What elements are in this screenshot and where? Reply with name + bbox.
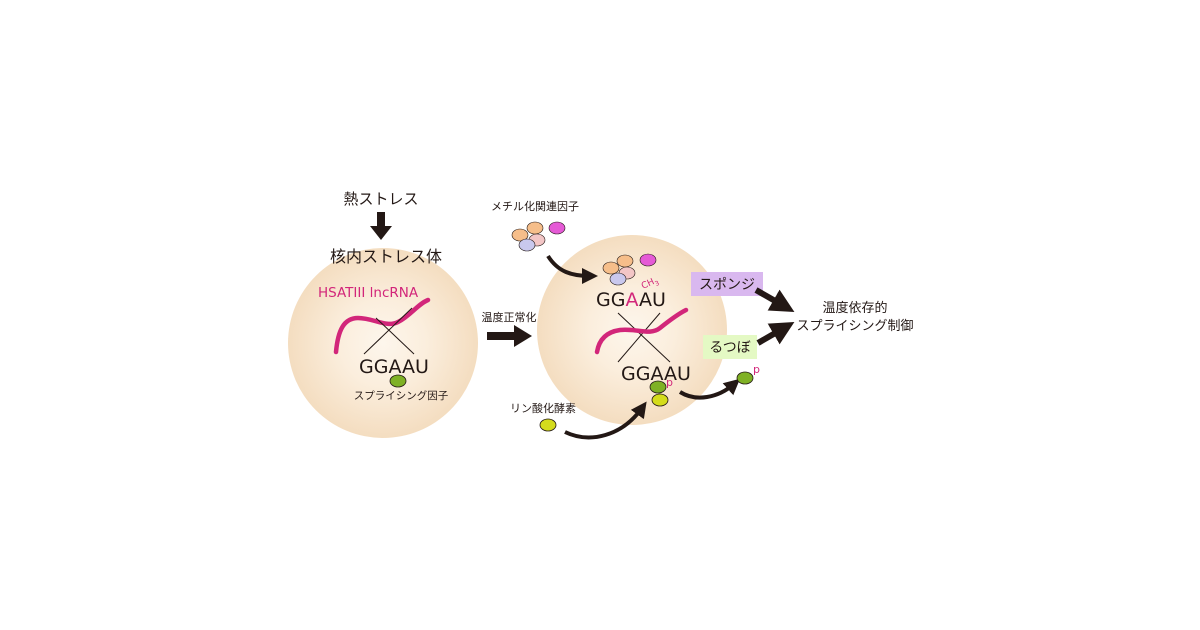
phosphorylation-arrow (564, 401, 647, 440)
binding-line (617, 312, 671, 363)
crucible-box (703, 335, 757, 359)
splicing-factor-released (736, 371, 754, 385)
methylation-factors-label: メチル化関連因子 (491, 199, 579, 213)
splicing-factor-phosphorylated (649, 380, 667, 394)
crucible-arrow (756, 322, 795, 346)
splicing-factor-left (389, 374, 407, 388)
methylation-factor-cluster-bound (602, 253, 657, 286)
methylation-factor-cluster (511, 221, 566, 252)
methylation-arrow (546, 254, 598, 284)
binding-line (375, 317, 415, 355)
release-arrow (678, 378, 741, 400)
ggaau-motif-methylated: GGAAU (596, 289, 666, 311)
hsatiii-rna-strand (333, 297, 431, 355)
heat-stress-arrow (370, 212, 392, 240)
phosphorylation-enzyme-label: リン酸化酵素 (510, 401, 576, 415)
hsatiii-label: HSATIII lncRNA (318, 285, 419, 301)
phospho-mark-1: p (666, 376, 673, 389)
ggaau-motif-left: GGAAU (359, 356, 429, 378)
hsatiii-rna-strand-right (594, 307, 689, 355)
sponge-arrow (754, 287, 795, 312)
splicing-factor-label: スプライシング因子 (354, 389, 449, 402)
phospho-mark-2: p (753, 363, 760, 376)
temp-normalization-arrow (487, 325, 532, 347)
sponge-box (691, 272, 763, 296)
temp-normalization-label: 温度正常化 (482, 310, 537, 324)
crucible-label: るつぼ (709, 340, 750, 356)
phospho-enzyme-free (539, 418, 557, 432)
binding-line (617, 312, 661, 363)
heat-stress-label: 熱ストレス (343, 190, 418, 208)
result-line-1: 温度依存的 (822, 300, 887, 316)
result-line-2: スプライシング制御 (796, 319, 913, 334)
nucleus-left (288, 248, 478, 438)
binding-line (363, 307, 413, 355)
nuclear-stress-body-label: 核内ストレス体 (330, 247, 442, 266)
phospho-enzyme-bound (651, 393, 669, 407)
sponge-label: スポンジ (699, 277, 755, 293)
ggaau-motif-bottom: GGAAU (621, 363, 691, 385)
